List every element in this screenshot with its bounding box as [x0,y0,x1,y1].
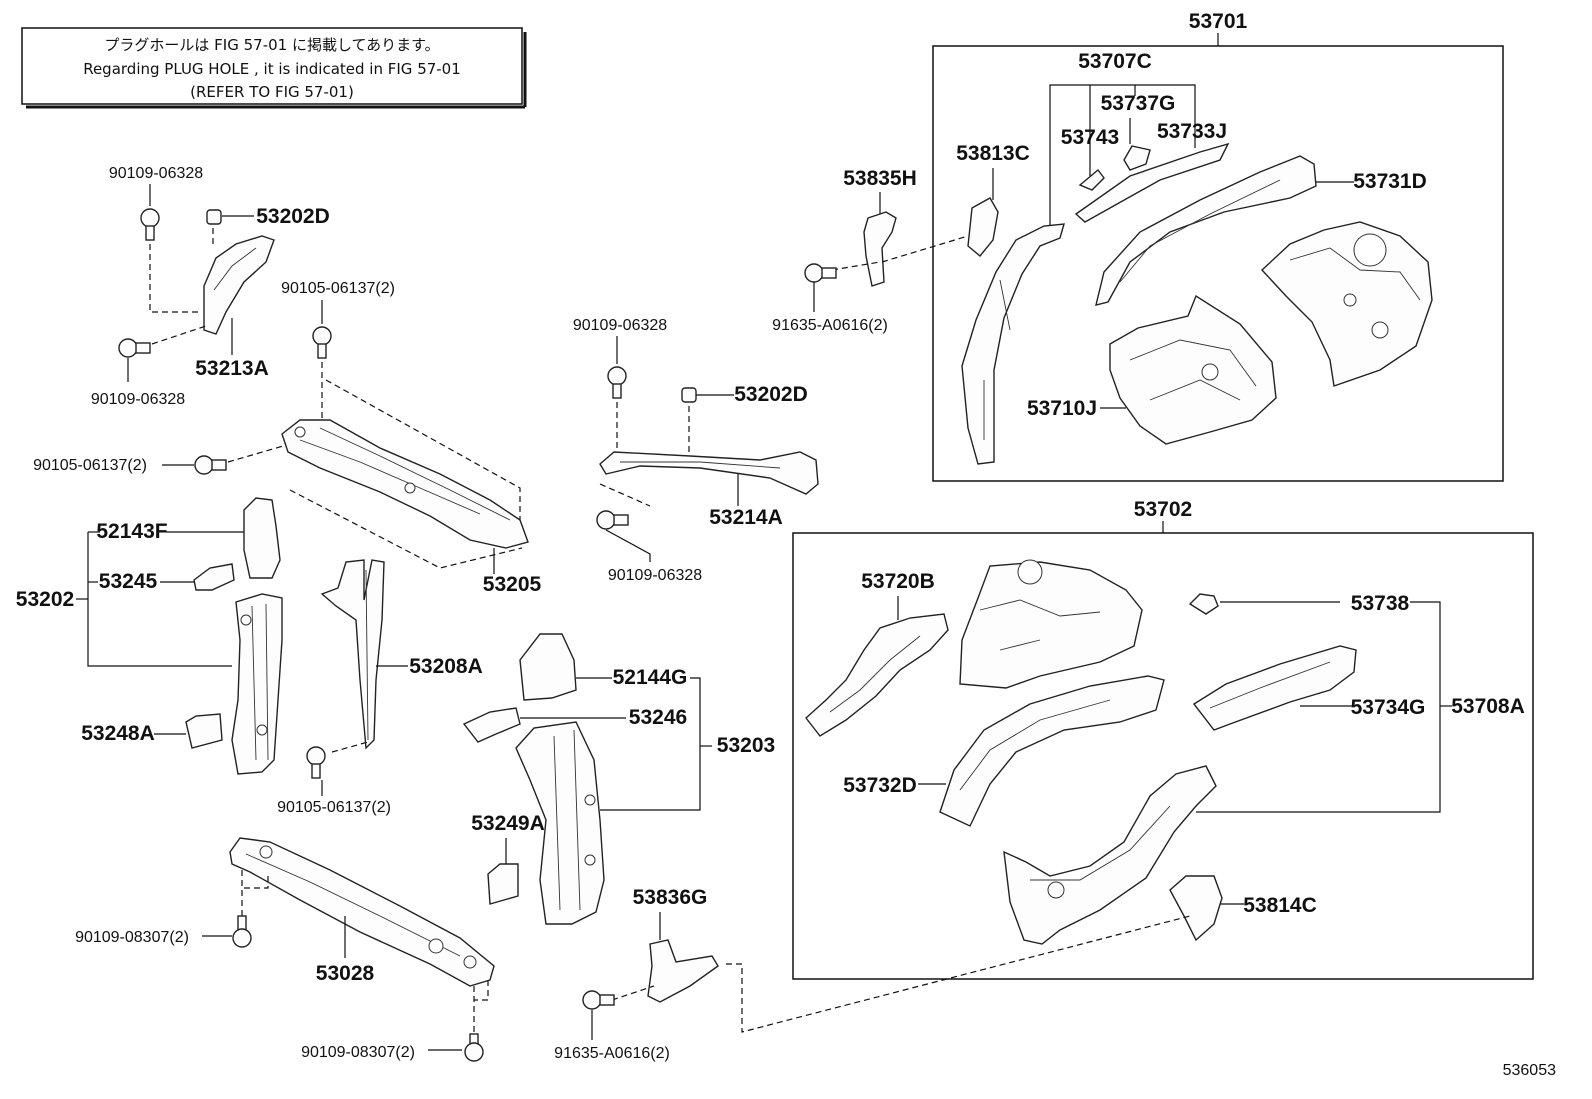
bolt-90109-b [118,338,151,358]
bolt-90105-a [312,326,332,359]
part-53708A-rail [1003,765,1217,945]
bolt-90109-a [140,208,160,241]
label-53205: 53205 [483,573,542,596]
label-91635-top: 91635-A0616(2) [772,317,888,334]
plug-hole-note: プラグホールは FIG 57-01 に掲載してあります。 Regarding P… [21,27,527,109]
label-53214A: 53214A [709,506,783,529]
part-53814C [1169,875,1223,942]
part-53202D-b [681,387,697,403]
group-53707C-label: 53707C [1078,50,1152,73]
bolt-90109-c [607,366,627,399]
label-53720B: 53720B [861,570,935,593]
part-53738 [1188,593,1219,615]
label-90109-a: 90109-06328 [109,165,203,182]
part-53245 [193,563,235,591]
group-53702: 53702 [792,498,1534,980]
bolt-90105-b [194,455,227,475]
part-53202D-a [206,209,222,225]
bracket-53707C: 53707C [1049,50,1196,230]
label-90109-d: 90109-06328 [608,567,702,584]
part-53733J [1074,142,1230,223]
group-53708A-label: 53708A [1451,695,1525,718]
label-53814C: 53814C [1243,894,1317,917]
group-53702-label: 53702 [1134,498,1192,521]
bolt-90105-c [306,746,326,779]
label-53249A: 53249A [471,812,545,835]
note-line-3: (REFER TO FIG 57-01) [190,83,354,101]
part-53732D [939,675,1165,827]
group-53203-label: 53203 [717,734,775,757]
label-53731D: 53731D [1353,170,1427,193]
label-53208A: 53208A [409,655,483,678]
part-53734G [1192,645,1357,731]
figure-id: 536053 [1503,1062,1556,1079]
label-53732D: 53732D [843,774,917,797]
group-53701-label: 53701 [1189,10,1248,33]
label-90109-08307-b: 90109-08307(2) [301,1044,415,1061]
label-52143F: 52143F [96,520,167,543]
part-53202-column [231,593,283,775]
label-90105-b: 90105-06137(2) [33,457,147,474]
label-53213A: 53213A [195,357,269,380]
part-53203-column [515,721,605,925]
label-90109-b: 90109-06328 [91,391,185,408]
part-53213A [203,235,275,335]
label-53737G: 53737G [1101,92,1176,115]
part-53214A [599,451,819,495]
part-53720B [805,613,949,737]
group-53202-label: 53202 [16,588,74,611]
label-53246: 53246 [629,706,687,729]
bolt-90109-08307-a [232,915,252,948]
label-53245: 53245 [99,570,158,593]
label-53202D-a: 53202D [256,205,330,228]
part-53246 [462,707,521,743]
part-52143F [243,497,281,579]
part-53835H [863,211,897,287]
label-53835H: 53835H [843,167,917,190]
label-53248A: 53248A [81,722,155,745]
label-53028: 53028 [316,962,375,985]
note-line-2: Regarding PLUG HOLE , it is indicated in… [83,60,461,78]
label-90105-c: 90105-06137(2) [277,799,391,816]
label-90109-08307-a: 90109-08307(2) [75,929,189,946]
part-53208A [320,559,385,750]
label-90105-a: 90105-06137(2) [281,280,395,297]
part-53743 [1078,168,1105,191]
part-53707C-rail [961,223,1065,465]
part-53205 [281,419,529,549]
bolt-90109-d [596,510,629,530]
label-53734G: 53734G [1351,696,1426,719]
part-53702-upper [959,561,1143,689]
part-52144G [519,633,577,701]
label-90109-c: 90109-06328 [573,317,667,334]
label-53836G: 53836G [633,886,708,909]
label-53813C: 53813C [956,142,1030,165]
label-91635-bottom: 91635-A0616(2) [554,1045,670,1062]
label-53710J: 53710J [1027,397,1097,420]
part-53248A [185,713,223,749]
bolt-91635-bottom [582,990,615,1010]
part-53731D [1095,155,1317,306]
part-53028 [229,837,495,987]
group-53701: 53701 [932,10,1504,482]
part-53813C [967,197,999,257]
part-53737G [1123,145,1151,171]
label-53202D-b: 53202D [734,383,808,406]
label-53738: 53738 [1351,592,1410,615]
bolt-91635-top [804,263,837,312]
label-53743: 53743 [1061,126,1119,149]
label-53733J: 53733J [1157,120,1227,143]
part-53710J [1109,294,1277,445]
part-53249A [487,863,519,905]
note-line-1: プラグホールは FIG 57-01 に掲載してあります。 [104,36,439,54]
part-53836G [647,939,719,1003]
label-52144G: 52144G [613,666,688,689]
bolt-90109-08307-b [464,1033,484,1062]
